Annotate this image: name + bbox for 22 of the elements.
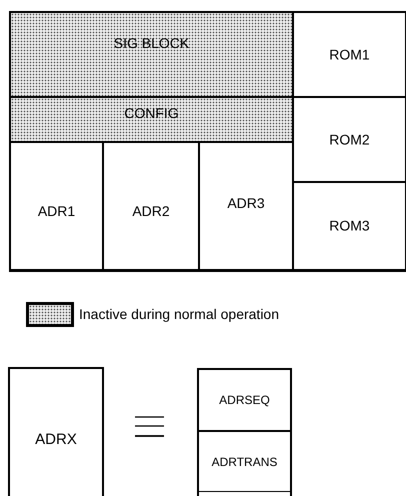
block-box [293, 97, 406, 182]
container-box [197, 368, 292, 496]
shaded-block [10, 12, 293, 97]
block-label: ADR1 [36, 202, 76, 221]
block-label: ROM3 [328, 216, 371, 236]
block-label: ADR2 [131, 202, 171, 221]
block-box [293, 182, 406, 270]
block-box [103, 142, 199, 270]
block-label: ROM1 [328, 45, 371, 64]
block-label: ROM2 [328, 130, 371, 149]
block-box [199, 142, 293, 270]
block-label: ADR3 [226, 194, 266, 213]
block-box [293, 12, 406, 97]
block-label: ADRSEQ [218, 392, 271, 409]
block-label: CONFIG [123, 104, 180, 123]
block-box [8, 367, 104, 496]
shaded-block [10, 97, 293, 142]
block-label: ADRX [34, 430, 78, 450]
block-label: ADRTRANS [210, 454, 278, 470]
block-box [10, 142, 103, 270]
legend-text: Inactive during normal operation [79, 305, 280, 324]
block-label: SIG BLOCK [112, 34, 190, 53]
